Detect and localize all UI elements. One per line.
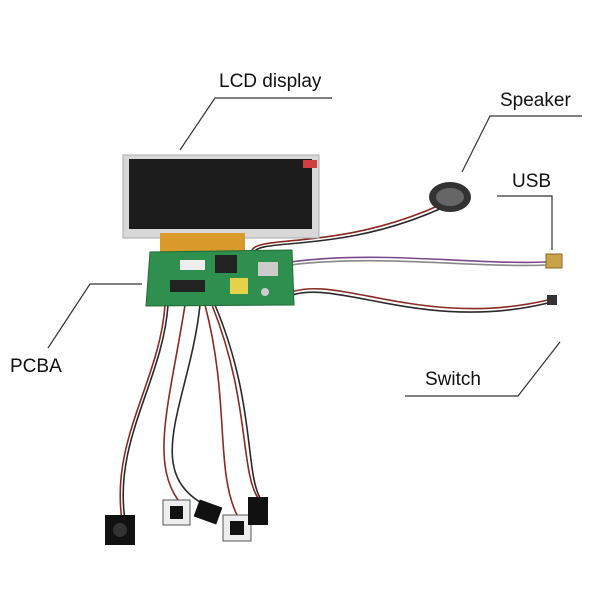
button-wire [119,304,166,521]
button-wire [171,304,206,506]
switch-wire-2 [284,291,549,313]
button-wire [211,304,259,499]
label-speaker: Speaker [500,90,571,111]
tactile-buttons [105,497,268,545]
usb-wire-2 [289,259,549,267]
button-3 [193,499,223,525]
switch-component [547,295,557,305]
label-pcba: PCBA [10,356,62,377]
switch-callout-line [405,341,561,397]
speaker-wire [251,204,441,251]
label-usb: USB [512,171,552,192]
label-lcd-display: LCD display [219,71,322,92]
button-wire [122,304,169,521]
button-wire [204,304,238,516]
lcd-callout-line [179,97,332,151]
pcba-board [145,249,295,307]
pcba-callout-line [47,283,142,349]
usb-wire [289,256,549,264]
wires [119,204,549,521]
speaker-wire-2 [253,207,443,253]
lcd-display [122,154,320,255]
label-switch: Switch [425,369,481,390]
speaker [429,182,471,212]
speaker-callout-line [461,115,582,173]
button-wire [214,304,261,499]
usb-connector [545,253,563,269]
button-1 [105,515,135,545]
button-2 [162,499,191,526]
callout-lines [47,97,582,397]
button-wire [163,304,186,501]
usb-callout-line [497,195,553,250]
button-5 [248,497,268,525]
button-4 [222,514,252,542]
switch-wire [284,287,549,310]
